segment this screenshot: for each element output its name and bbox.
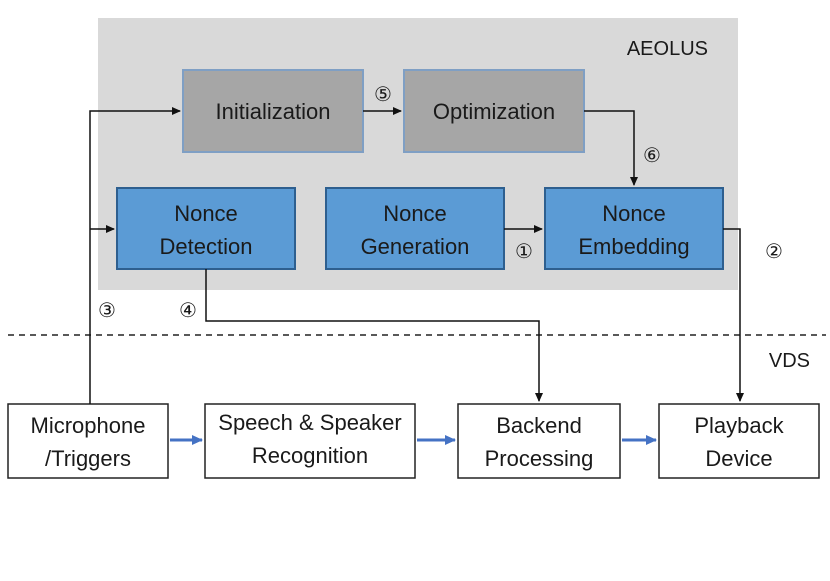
optimization-label: Optimization <box>433 99 555 124</box>
backend-processing-label-1: Backend <box>496 413 582 438</box>
nonce-generation-box: Nonce Generation <box>325 187 505 270</box>
initialization-box: Initialization <box>182 69 364 153</box>
backend-processing-label-2: Processing <box>485 446 594 471</box>
step-marker-1: ① <box>515 239 533 263</box>
playback-device-label-2: Device <box>705 446 772 471</box>
initialization-label: Initialization <box>216 99 331 124</box>
microphone-label-2: /Triggers <box>45 446 131 471</box>
step-marker-4: ④ <box>179 298 197 322</box>
microphone-label-1: Microphone <box>31 413 146 438</box>
nonce-detection-label-1: Nonce <box>174 201 238 226</box>
playback-device-box: Playback Device <box>658 403 820 479</box>
microphone-box: Microphone /Triggers <box>7 403 169 479</box>
nonce-embedding-box: Nonce Embedding <box>544 187 724 270</box>
nonce-generation-label-1: Nonce <box>383 201 447 226</box>
nonce-embedding-label-2: Embedding <box>578 234 689 259</box>
arrow-embedding-to-playback <box>723 228 744 402</box>
backend-processing-box: Backend Processing <box>457 403 621 479</box>
nonce-embedding-label-1: Nonce <box>602 201 666 226</box>
step-marker-5: ⑤ <box>374 82 392 106</box>
optimization-box: Optimization <box>403 69 585 153</box>
speech-recognition-box: Speech & Speaker Recognition <box>204 403 416 479</box>
arrow-detection-to-backend <box>205 269 543 402</box>
speech-recognition-label-2: Recognition <box>252 443 368 468</box>
nonce-detection-label-2: Detection <box>160 234 253 259</box>
speech-recognition-label-1: Speech & Speaker <box>218 410 401 435</box>
aeolus-label: AEOLUS <box>627 38 708 60</box>
arrow-opt-to-embedding <box>584 110 638 186</box>
step-marker-2: ② <box>765 239 783 263</box>
step-marker-6: ⑥ <box>643 143 661 167</box>
vds-label: VDS <box>769 350 810 372</box>
playback-device-label-1: Playback <box>694 413 784 438</box>
nonce-generation-label-2: Generation <box>361 234 470 259</box>
arrow-mic-to-initialization <box>89 107 181 404</box>
nonce-detection-box: Nonce Detection <box>116 187 296 270</box>
step-marker-3: ③ <box>98 298 116 322</box>
